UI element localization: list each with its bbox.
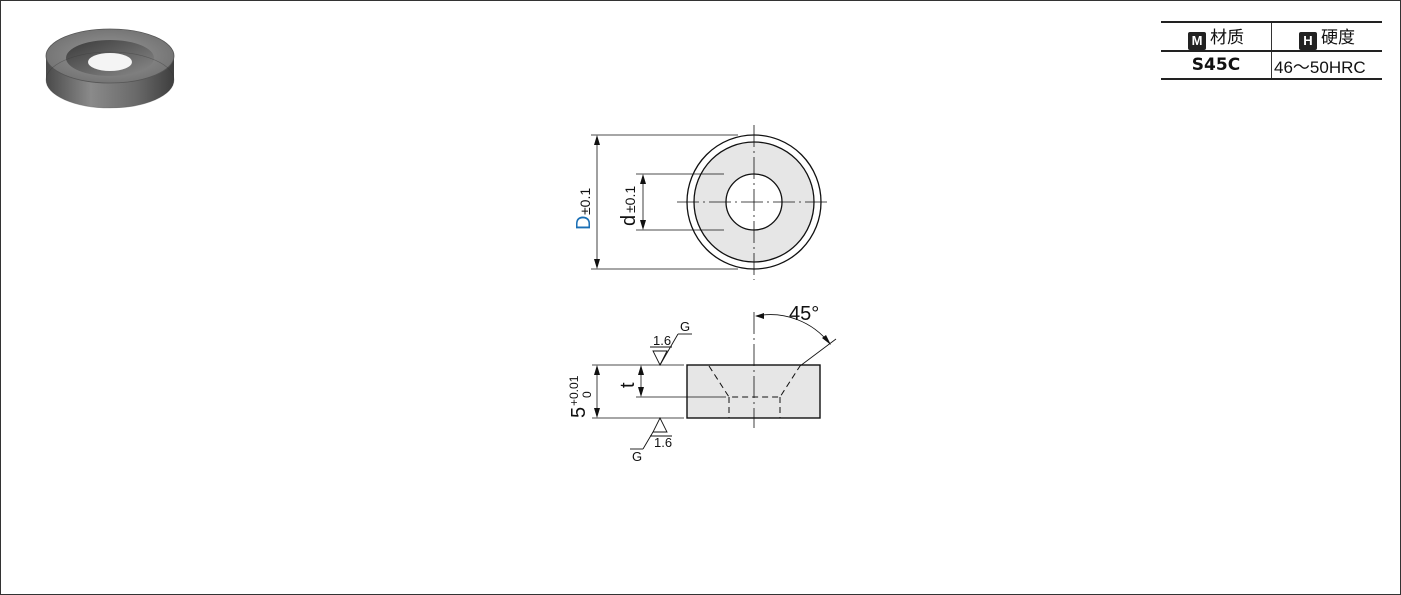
material-badge-icon: M [1188, 32, 1206, 50]
material-header: 材质 [1210, 28, 1244, 48]
hardness-value: 46～50HRC [1271, 50, 1382, 80]
material-value: S45C [1161, 50, 1272, 80]
hardness-badge-icon: H [1299, 32, 1317, 50]
product-photo [45, 28, 175, 109]
hardness-header: 硬度 [1321, 28, 1355, 48]
spec-table-value-row: S45C 46～50HRC [1161, 50, 1382, 80]
